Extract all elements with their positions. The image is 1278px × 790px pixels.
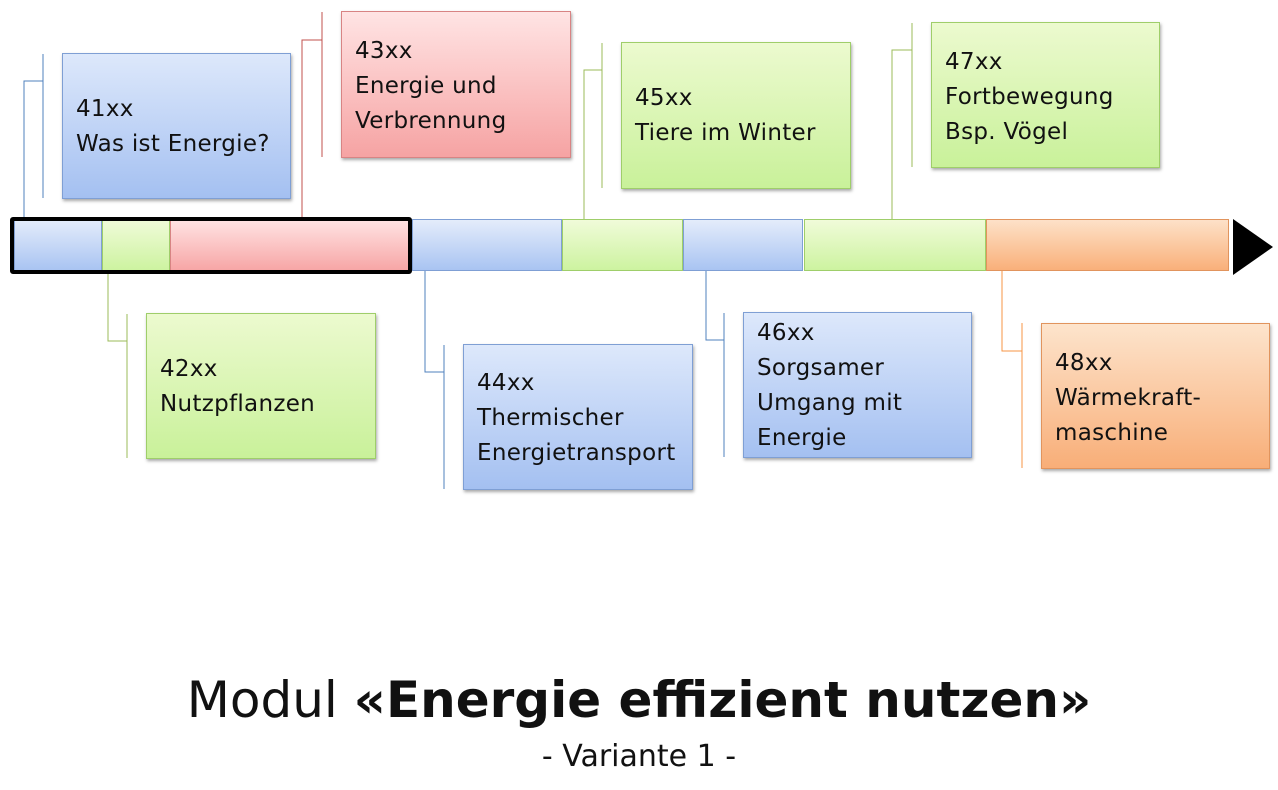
page-subtitle: - Variante 1 -: [541, 739, 737, 774]
module-code: 45xx: [635, 85, 693, 111]
module-title-line: Bsp. Vögel: [945, 119, 1069, 145]
module-card-48[interactable]: 48xx Wärmekraft- maschine: [1041, 323, 1270, 469]
module-title-line: Energietransport: [477, 440, 676, 466]
module-title-line: Nutzpflanzen: [160, 391, 316, 417]
module-code: 42xx: [160, 356, 218, 382]
module-code: 43xx: [355, 38, 413, 64]
module-card-47[interactable]: 47xx Fortbewegung Bsp. Vögel: [931, 22, 1160, 168]
timeline-segment-44: [412, 219, 562, 271]
timeline-segment-41: [14, 219, 102, 271]
module-title-line: Fortbewegung: [945, 84, 1114, 110]
connector-46: [705, 249, 724, 341]
title-bold: «Energie effizient nutzen»: [353, 671, 1092, 729]
module-card-41[interactable]: 41xx Was ist Energie?: [62, 53, 291, 199]
title-prefix: Modul: [186, 671, 354, 729]
timeline-arrowhead: [1233, 219, 1273, 275]
module-title-line: Energie und: [355, 73, 497, 99]
module-title-line: Umgang mit: [757, 390, 903, 416]
module-title-line: maschine: [1055, 420, 1169, 446]
module-title-line: Energie: [757, 425, 847, 451]
connector-41: [23, 80, 43, 240]
module-title-line: Tiere im Winter: [635, 120, 816, 146]
connector-45: [583, 69, 602, 245]
module-card-46[interactable]: 46xx Sorgsamer Umgang mit Energie: [743, 312, 972, 458]
timeline-segment-46: [683, 219, 803, 271]
module-title-line: Was ist Energie?: [76, 131, 270, 157]
connector-44: [424, 243, 444, 373]
module-title-line: Verbrennung: [355, 108, 507, 134]
module-code: 44xx: [477, 370, 535, 396]
module-code: 48xx: [1055, 350, 1113, 376]
timeline-segment-43: [170, 219, 410, 271]
module-title-line: Wärmekraft-: [1055, 385, 1202, 411]
module-code: 41xx: [76, 96, 134, 122]
connector-43: [301, 39, 322, 237]
timeline-segment-47: [804, 219, 986, 271]
connector-47: [891, 49, 912, 242]
module-title-line: Sorgsamer: [757, 355, 885, 381]
highlight-frame: [10, 217, 412, 274]
module-code: 47xx: [945, 49, 1003, 75]
timeline-segment-45: [562, 219, 683, 271]
module-card-45[interactable]: 45xx Tiere im Winter: [621, 42, 851, 189]
module-card-43[interactable]: 43xx Energie und Verbrennung: [341, 11, 571, 158]
module-title-line: Thermischer: [477, 405, 624, 431]
module-code: 46xx: [757, 320, 815, 346]
module-card-42[interactable]: 42xx Nutzpflanzen: [146, 313, 376, 459]
connector-48: [1001, 249, 1022, 352]
module-card-44[interactable]: 44xx Thermischer Energietransport: [463, 344, 693, 490]
page-title: Modul «Energie effizient nutzen»: [0, 668, 1278, 732]
timeline-segment-48: [986, 219, 1229, 271]
